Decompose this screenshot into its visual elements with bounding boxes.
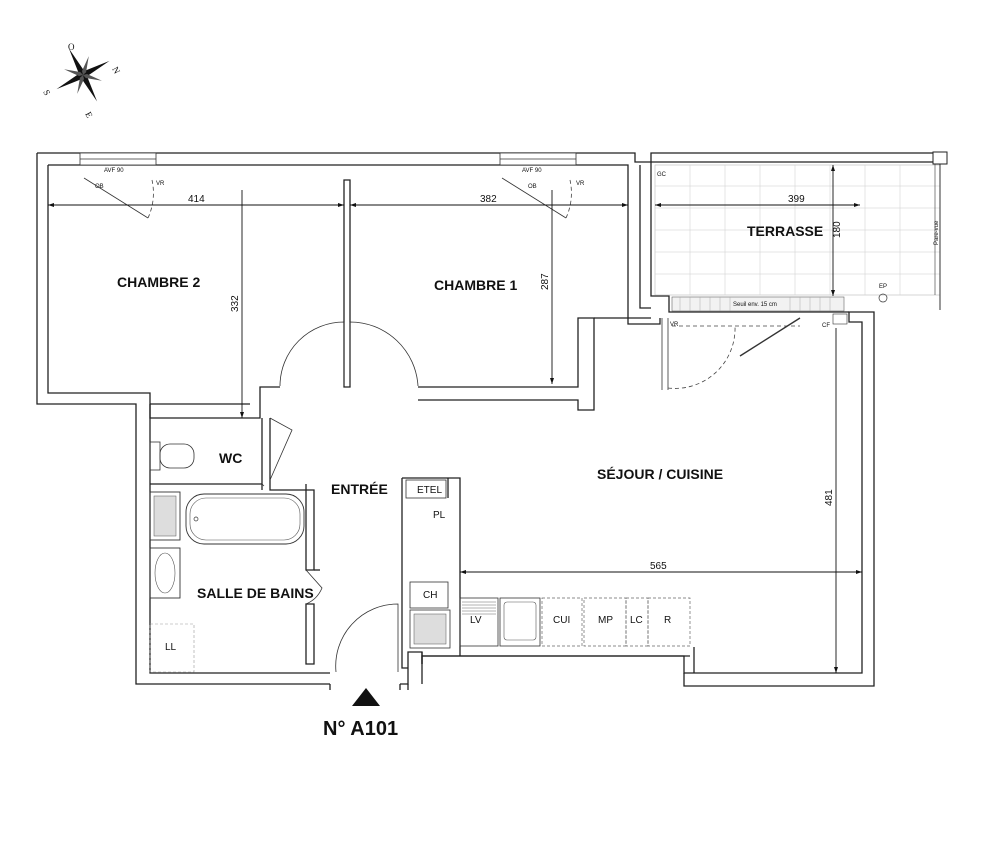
dimension-lines [48, 165, 862, 673]
compass-s: S [41, 88, 52, 97]
svg-text:VR: VR [576, 181, 585, 187]
svg-text:AVF 90: AVF 90 [104, 168, 124, 174]
fixture-ch: CH [423, 590, 437, 601]
fixture-cui: CUI [553, 615, 570, 626]
fixture-r: R [664, 615, 671, 626]
svg-text:VR: VR [156, 181, 165, 187]
dim-terrasse-depth: 180 [832, 221, 843, 238]
fixture-pl: PL [433, 510, 446, 521]
room-label-chambre2: CHAMBRE 2 [117, 274, 200, 290]
svg-text:GC: GC [657, 172, 667, 178]
kitchen-fixtures [405, 479, 691, 649]
fixture-ll: LL [165, 642, 177, 653]
compass-n: N [110, 65, 122, 76]
svg-text:OB: OB [528, 184, 537, 190]
dim-chambre2-width: 414 [188, 194, 205, 205]
svg-text:EP: EP [879, 284, 887, 290]
dim-sejour-width: 565 [650, 561, 667, 572]
apartment-number: N° A101 [323, 718, 398, 740]
room-label-wc: WC [219, 450, 242, 466]
seuil-label: Seuil env. 15 cm [733, 302, 777, 308]
svg-text:VR: VR [670, 322, 679, 328]
dim-chambre2-depth: 332 [230, 295, 241, 312]
dim-sejour-depth: 481 [824, 489, 835, 506]
room-label-salle-de-bains: SALLE DE BAINS [197, 585, 314, 601]
window-chambre2: AVF 90 OB VR [79, 152, 165, 219]
terrasse-door: VR CF [661, 313, 848, 390]
bathroom-fixtures [149, 441, 305, 673]
terrasse-deck: Seuil env. 15 cm GC EP Pare-vue [654, 151, 948, 312]
fixture-etel: ETEL [417, 485, 442, 496]
fixture-mp: MP [598, 615, 613, 626]
svg-text:CF: CF [822, 323, 830, 329]
svg-text:OB: OB [95, 184, 104, 190]
compass-o: O [68, 42, 75, 52]
entrance-arrow-icon [352, 688, 380, 706]
dim-chambre1-depth: 287 [540, 273, 551, 290]
room-label-sejour: SÉJOUR / CUISINE [597, 466, 723, 482]
room-label-terrasse: TERRASSE [747, 223, 823, 239]
svg-text:Pare-vue: Pare-vue [934, 220, 940, 245]
compass-rose: O N E S [41, 42, 122, 120]
dim-chambre1-width: 382 [480, 194, 497, 205]
dim-terrasse-width: 399 [788, 194, 805, 205]
room-label-chambre1: CHAMBRE 1 [434, 277, 517, 293]
compass-e: E [83, 110, 95, 120]
doors [261, 321, 419, 673]
window-chambre1: AVF 90 OB VR [499, 152, 585, 219]
svg-text:AVF 90: AVF 90 [522, 168, 542, 174]
fixture-lv: LV [470, 615, 482, 626]
room-label-entree: ENTRÉE [331, 481, 388, 497]
walls [36, 152, 946, 690]
fixture-lc: LC [630, 615, 643, 626]
